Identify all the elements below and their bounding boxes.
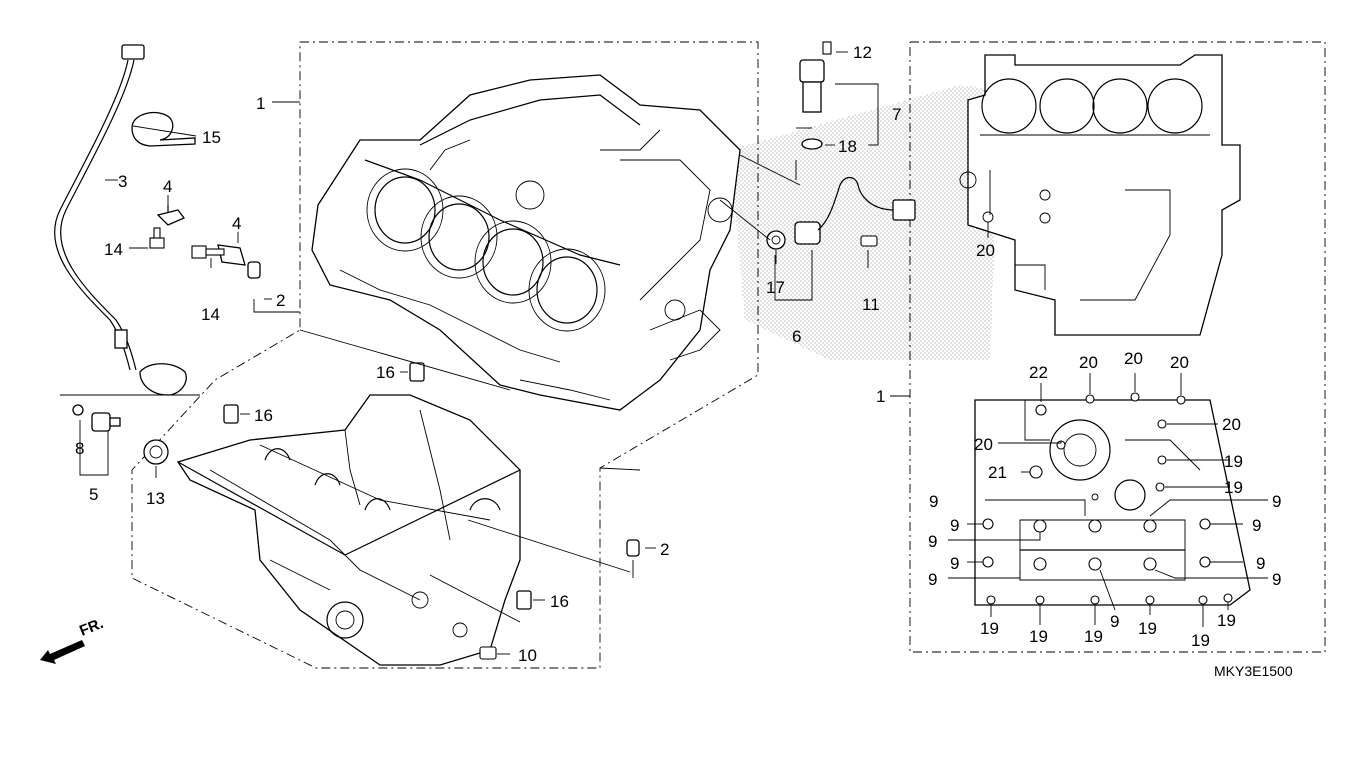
callout-6: 6: [792, 327, 801, 346]
sensor-7: [799, 41, 832, 150]
dowel-2b: [626, 539, 640, 557]
callout-16-b: 16: [254, 406, 273, 425]
callout-9-d: 9: [1252, 516, 1261, 535]
callout-19-g: 19: [1191, 631, 1210, 650]
lower-crankcase: [176, 394, 521, 666]
upper-crankcase: [311, 74, 741, 411]
callout-19-f: 19: [1138, 619, 1157, 638]
upper-case-top-view: [959, 54, 1241, 336]
lower-view-bolts: [982, 392, 1233, 605]
washer-8: [72, 404, 84, 416]
callout-17: 17: [766, 278, 785, 297]
callout-2-lower: 2: [660, 540, 669, 559]
callout-12: 12: [853, 43, 872, 62]
stipple-shading: [730, 85, 1000, 360]
lower-case-bottom-view: [974, 392, 1251, 606]
plug-13: [143, 439, 169, 465]
callout-4-right: 4: [232, 214, 241, 233]
clamp-15: [131, 111, 196, 147]
callout-9-g: 9: [1256, 554, 1265, 573]
callout-9-a: 9: [929, 492, 938, 511]
callout-3: 3: [118, 172, 127, 191]
dowel-16c: [516, 590, 532, 610]
callout-21: 21: [988, 463, 1007, 482]
callout-18: 18: [838, 137, 857, 156]
callout-9-f: 9: [950, 554, 959, 573]
callout-9-h: 9: [928, 570, 937, 589]
callout-5: 5: [89, 485, 98, 504]
dowel-16b: [223, 404, 239, 424]
callout-9-i: 9: [1272, 570, 1281, 589]
callout-1-right: 1: [876, 387, 885, 406]
callout-16-c: 16: [550, 592, 569, 611]
leader-lines: [60, 51, 1268, 655]
callout-11: 11: [862, 295, 880, 314]
callout-20-b: 20: [1079, 353, 1098, 372]
front-direction-arrow: [40, 640, 85, 664]
callout-20-a: 20: [976, 241, 995, 260]
callout-9-e: 9: [928, 532, 937, 551]
front-direction-label: FR.: [77, 615, 106, 640]
callout-19-h: 19: [1217, 611, 1236, 630]
callout-20-e: 20: [1222, 415, 1241, 434]
callout-13: 13: [146, 489, 165, 508]
callout-8: 8: [75, 439, 84, 458]
assembly-boundary-right: [909, 41, 1326, 653]
sensor-6: [766, 176, 916, 250]
bolt-10: [479, 646, 497, 660]
callout-9-c: 9: [950, 516, 959, 535]
callout-15: 15: [202, 128, 221, 147]
callout-14-top: 14: [104, 240, 123, 259]
callout-19-c: 19: [980, 619, 999, 638]
figure-code: MKY3E1500: [1214, 663, 1293, 679]
callout-20-f: 20: [974, 435, 993, 454]
callout-22: 22: [1029, 363, 1048, 382]
stay-4b: [217, 244, 246, 266]
switch-5: [91, 412, 121, 432]
callout-4-left: 4: [163, 177, 172, 196]
wire-harness-3: [54, 44, 187, 396]
callout-20-c: 20: [1124, 349, 1143, 368]
callout-7: 7: [892, 105, 901, 124]
callout-20-d: 20: [1170, 353, 1189, 372]
dowel-2a: [247, 261, 261, 279]
callout-16-a: 16: [376, 363, 395, 382]
callout-9-j: 9: [1110, 612, 1119, 631]
callout-2-upper: 2: [276, 291, 285, 310]
callout-10: 10: [518, 646, 537, 665]
bolt-14b: [191, 245, 225, 259]
dowel-16a: [409, 362, 425, 382]
callout-19-e: 19: [1084, 627, 1103, 646]
callout-19-b: 19: [1224, 478, 1243, 497]
callout-19-d: 19: [1029, 627, 1048, 646]
callout-labels: 1 1 2 2 3 4 4 5 6 7 8 9 9 9 9 9 9 9 9 9 …: [75, 43, 1293, 679]
callout-9-b: 9: [1272, 492, 1281, 511]
bolt-14a: [149, 227, 165, 249]
stay-4a: [156, 205, 186, 226]
callout-1-upper: 1: [256, 94, 265, 113]
callout-19-a: 19: [1224, 452, 1243, 471]
callout-14-bottom: 14: [201, 305, 220, 324]
